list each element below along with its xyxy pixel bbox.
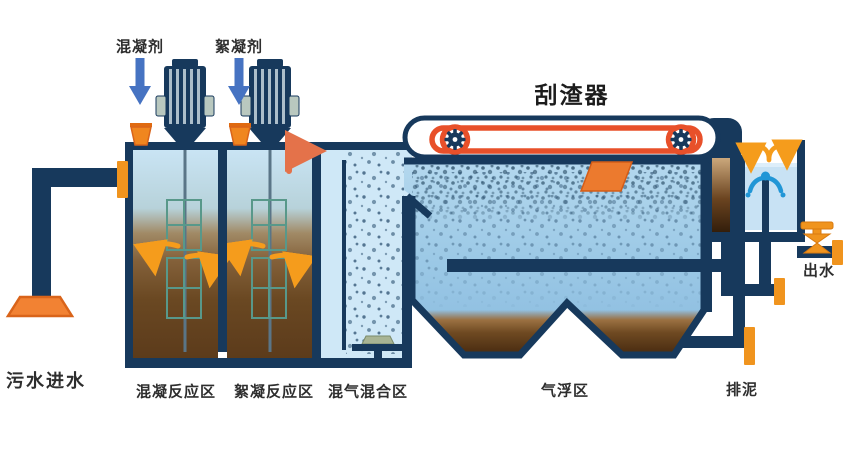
air-bubbles	[346, 152, 404, 354]
coagulant-label: 混凝剂	[115, 38, 165, 56]
pipe-flange	[774, 278, 785, 305]
tank-walls	[125, 142, 412, 368]
drain-piping	[682, 234, 785, 365]
dosing-funnel-icon	[129, 122, 153, 146]
pipe-flange	[832, 240, 843, 265]
outlet-label: 出水	[802, 262, 836, 280]
valve-icon	[800, 221, 834, 254]
microbubbles-sparse	[412, 172, 704, 307]
collection-pipe	[447, 259, 733, 272]
zone-coagulation-label: 混凝反应区	[135, 383, 217, 401]
zone-flotation-label: 气浮区	[540, 382, 590, 400]
scraper-blade	[579, 157, 634, 192]
baffle-wall	[312, 153, 321, 366]
flow-over-arrow-icon	[285, 130, 327, 174]
baffle-wall	[218, 150, 227, 352]
coagulant-dosing-arrow-icon	[129, 58, 151, 105]
outlet-pipe	[797, 221, 843, 265]
outlet-trough	[704, 139, 805, 242]
scum-scraper-conveyor	[402, 115, 742, 192]
flocculant-label: 絮凝剂	[214, 38, 264, 56]
belt	[429, 125, 703, 154]
inlet-baffle	[404, 193, 433, 219]
air-diffuser	[352, 335, 404, 362]
dosing-funnel-icon	[228, 122, 252, 146]
scum-channel	[712, 132, 740, 238]
gear-icon	[444, 129, 466, 150]
thin-baffle	[342, 160, 346, 350]
inlet-label: 污水进水	[6, 371, 86, 391]
fountain-icon	[745, 171, 786, 234]
air-mixing-zone	[321, 150, 412, 362]
zone-flocculation-label: 絮凝反应区	[233, 383, 315, 401]
scraper-title: 刮渣器	[534, 82, 610, 108]
flotation-tank	[402, 152, 733, 361]
sludge-label: 排泥	[725, 381, 759, 399]
overflow-arrow-icon	[735, 139, 803, 174]
sludge-pipe-flange	[744, 327, 755, 365]
settled-sludge	[574, 310, 704, 355]
inlet-pipe	[5, 161, 128, 318]
zone-air-mixing-label: 混气混合区	[327, 383, 409, 401]
pipe-base	[5, 295, 75, 318]
gear-icon	[670, 129, 692, 150]
pipe-flange	[117, 161, 128, 198]
